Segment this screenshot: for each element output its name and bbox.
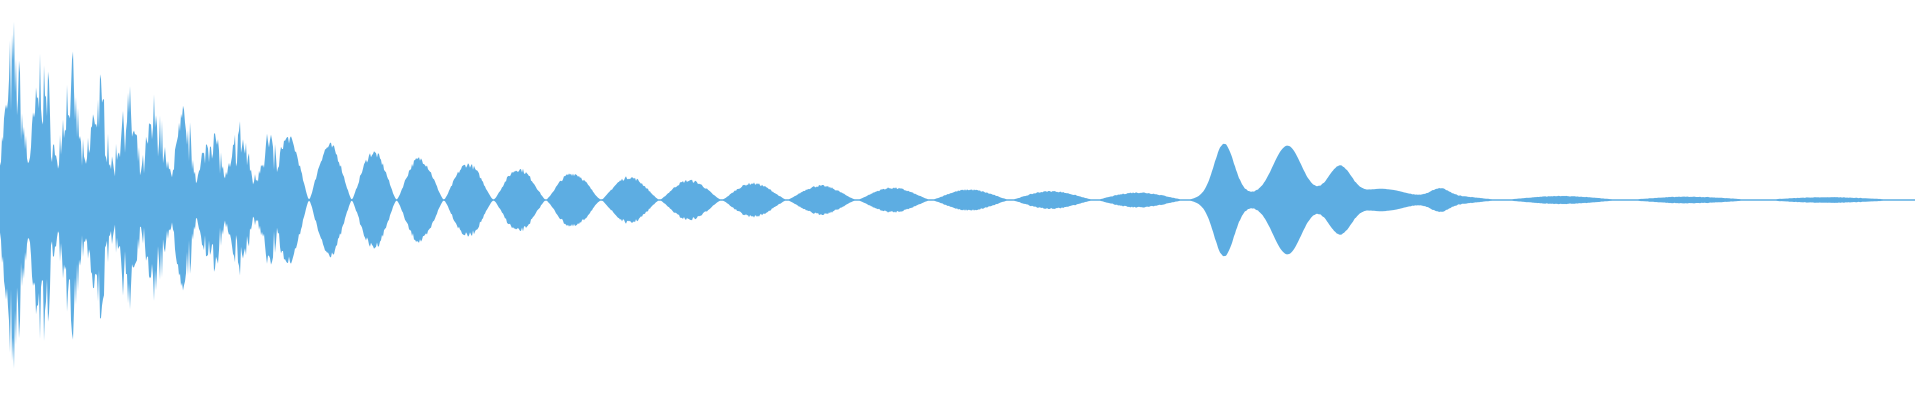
waveform-shape <box>0 21 1915 369</box>
